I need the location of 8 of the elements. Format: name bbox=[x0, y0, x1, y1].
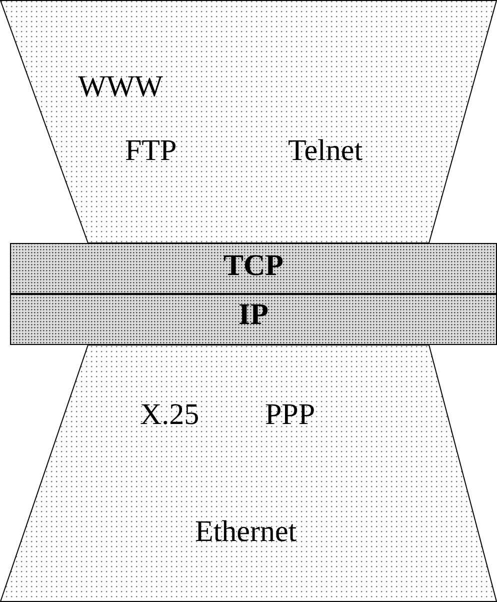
network-label: PPP bbox=[265, 400, 316, 430]
network-label: X.25 bbox=[140, 400, 200, 430]
application-label: Telnet bbox=[288, 136, 363, 166]
layer-label: IP bbox=[238, 300, 268, 330]
layer-label: TCP bbox=[224, 251, 284, 281]
network-label: Ethernet bbox=[195, 517, 297, 547]
application-label: FTP bbox=[125, 136, 177, 166]
application-label: WWW bbox=[78, 72, 163, 102]
